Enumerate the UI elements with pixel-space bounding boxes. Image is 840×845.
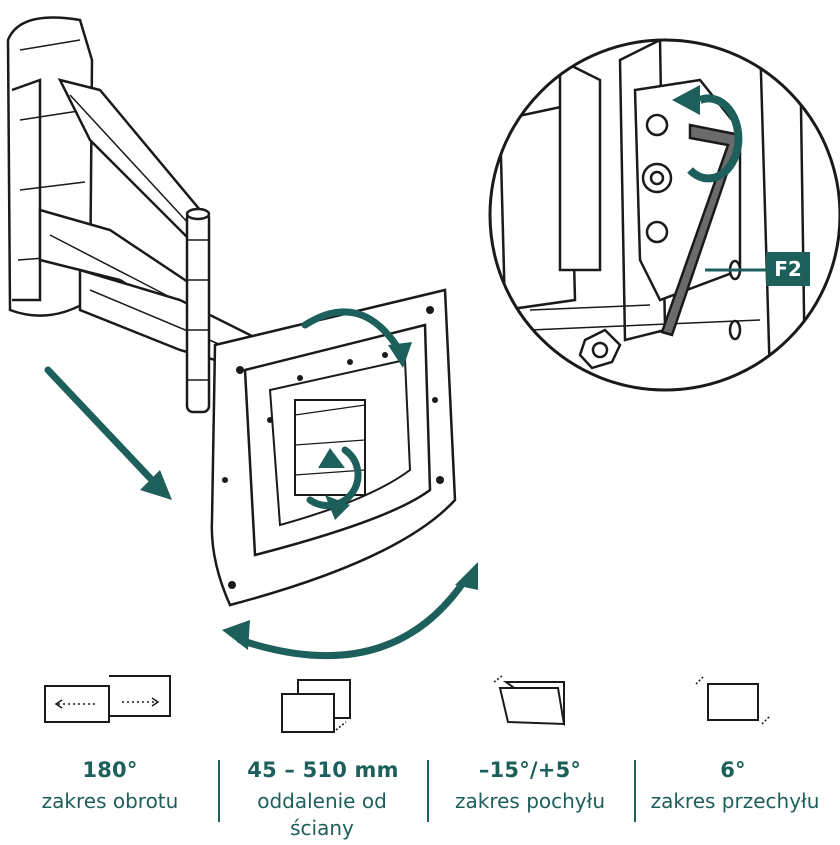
detail-inset xyxy=(488,38,840,392)
distance-value: 45 – 510 mm xyxy=(247,758,399,782)
wall-distance-icon xyxy=(281,679,351,733)
tilt-label: zakres pochyłu xyxy=(455,789,605,813)
swivel-value: 180° xyxy=(82,758,138,782)
vesa-plate xyxy=(210,288,457,607)
rotation-label: zakres przechyłu xyxy=(650,789,820,813)
swivel-label: zakres obrotu xyxy=(41,789,179,813)
tilt-range-icon xyxy=(493,675,566,726)
divider xyxy=(218,760,220,822)
divider xyxy=(427,760,429,822)
rotation-range-icon xyxy=(695,675,771,725)
callout-label-f2: F2 xyxy=(774,257,802,281)
rotation-value: 6° xyxy=(720,758,746,782)
tilt-value: –15°/+5° xyxy=(478,758,582,782)
divider xyxy=(634,760,636,822)
pivot-column xyxy=(185,207,211,414)
motion-arrows xyxy=(44,308,478,660)
tv-mount-illustration xyxy=(6,16,840,660)
swivel-range-icon xyxy=(44,675,171,723)
distance-label: oddalenie od ściany xyxy=(257,789,387,840)
